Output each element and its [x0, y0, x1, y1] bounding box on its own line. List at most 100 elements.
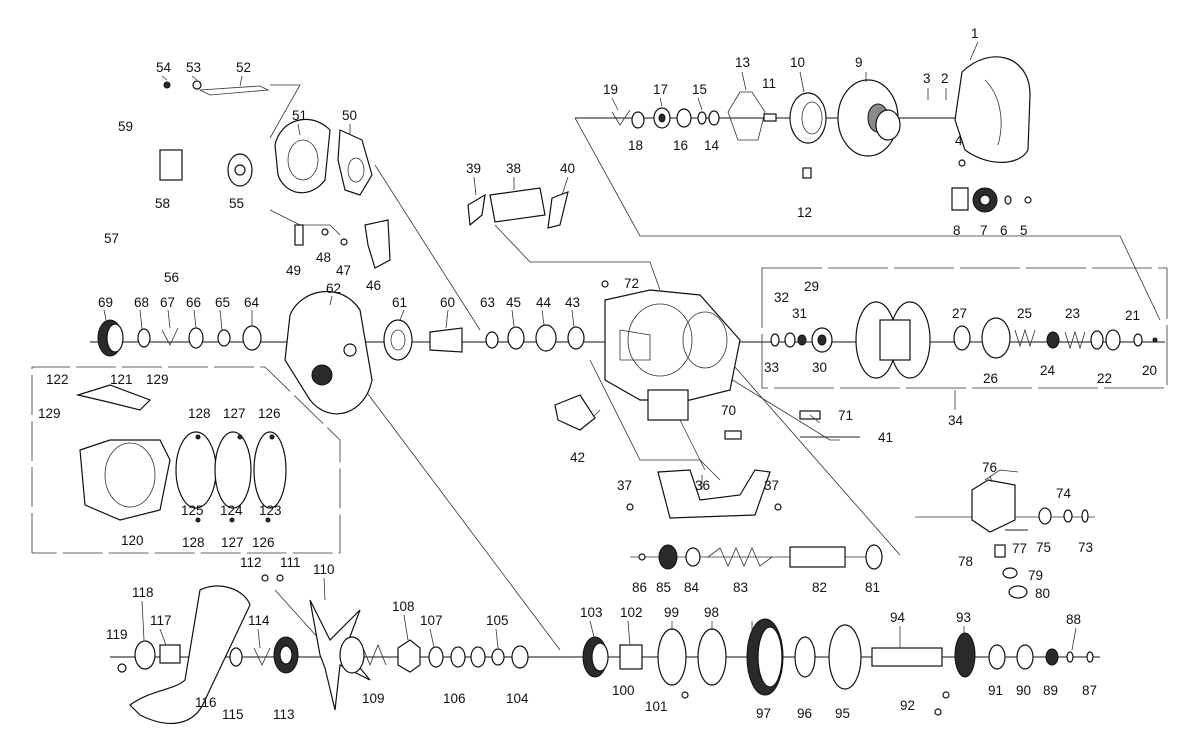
label-30: 30	[812, 360, 827, 375]
label-18: 18	[628, 138, 643, 153]
label-21: 21	[1125, 308, 1140, 323]
label-93: 93	[956, 610, 971, 625]
label-31: 31	[792, 306, 807, 321]
frame-group	[97, 187, 860, 519]
label-118: 118	[132, 585, 154, 600]
label-33: 33	[764, 360, 779, 375]
label-103: 103	[580, 605, 603, 620]
label-119: 119	[106, 627, 128, 642]
label-125: 125	[181, 503, 204, 518]
label-67: 67	[160, 295, 175, 310]
label-127-bottom: 127	[221, 535, 244, 550]
label-9: 9	[855, 55, 863, 70]
label-129-left: 129	[38, 406, 61, 421]
label-101: 101	[645, 699, 668, 714]
label-3: 3	[923, 71, 931, 86]
label-112: 112	[240, 555, 262, 570]
label-38: 38	[506, 161, 521, 176]
label-100: 100	[612, 683, 635, 698]
label-82: 82	[812, 580, 827, 595]
label-106: 106	[443, 691, 466, 706]
label-11: 11	[762, 76, 776, 91]
label-91: 91	[988, 683, 1003, 698]
label-121: 121	[110, 372, 133, 387]
label-39: 39	[466, 161, 481, 176]
label-29: 29	[804, 279, 819, 294]
label-59: 59	[118, 119, 133, 134]
label-19: 19	[603, 82, 618, 97]
label-102: 102	[620, 605, 643, 620]
label-20: 20	[1142, 363, 1157, 378]
label-126-bottom: 126	[252, 535, 275, 550]
part-number-labels: 1 2 3 4 5 6 7 8 9 10 11 12 13 14 15 16 1…	[38, 26, 1157, 722]
label-75: 75	[1036, 540, 1051, 555]
label-94: 94	[890, 610, 906, 625]
leader-lines	[103, 41, 1077, 651]
drive-group	[117, 469, 1094, 724]
label-128-bottom: 128	[182, 535, 205, 550]
label-32: 32	[774, 290, 789, 305]
label-109: 109	[362, 691, 385, 706]
label-53: 53	[186, 60, 201, 75]
label-4: 4	[955, 133, 963, 148]
label-62: 62	[326, 281, 341, 296]
label-12: 12	[797, 205, 812, 220]
label-113: 113	[273, 707, 295, 722]
label-114: 114	[248, 613, 270, 628]
label-17: 17	[653, 82, 668, 97]
label-96: 96	[797, 706, 812, 721]
label-8: 8	[953, 223, 961, 238]
label-36: 36	[695, 478, 710, 493]
label-108: 108	[392, 599, 415, 614]
label-69: 69	[98, 295, 113, 310]
label-14: 14	[704, 138, 720, 153]
label-116: 116	[195, 695, 217, 710]
label-60: 60	[440, 295, 455, 310]
label-5: 5	[1020, 223, 1028, 238]
label-58: 58	[155, 196, 170, 211]
label-64: 64	[244, 295, 260, 310]
label-73: 73	[1078, 540, 1093, 555]
label-92: 92	[900, 698, 915, 713]
label-24: 24	[1040, 363, 1056, 378]
label-47: 47	[336, 263, 351, 278]
callout-boxes	[31, 84, 1168, 651]
label-117: 117	[150, 613, 172, 628]
cover-group	[611, 56, 1032, 213]
label-99: 99	[664, 605, 679, 620]
label-63: 63	[480, 295, 495, 310]
label-56: 56	[164, 270, 179, 285]
label-57: 57	[104, 231, 119, 246]
label-89: 89	[1043, 683, 1058, 698]
label-98: 98	[704, 605, 719, 620]
label-129-top: 129	[146, 372, 169, 387]
label-51: 51	[292, 108, 307, 123]
label-68: 68	[134, 295, 149, 310]
label-83: 83	[733, 580, 748, 595]
label-74: 74	[1056, 486, 1072, 501]
label-16: 16	[673, 138, 688, 153]
label-70: 70	[721, 403, 736, 418]
label-88: 88	[1066, 612, 1081, 627]
label-48: 48	[316, 250, 331, 265]
label-95: 95	[835, 706, 850, 721]
label-66: 66	[186, 295, 201, 310]
label-87: 87	[1082, 683, 1097, 698]
label-79: 79	[1028, 568, 1043, 583]
label-10: 10	[790, 55, 805, 70]
label-84: 84	[684, 580, 700, 595]
label-41: 41	[878, 430, 893, 445]
label-71: 71	[838, 408, 853, 423]
label-85: 85	[656, 580, 671, 595]
label-1: 1	[971, 26, 979, 41]
label-76: 76	[982, 460, 997, 475]
label-50: 50	[342, 108, 357, 123]
label-105: 105	[486, 613, 509, 628]
label-15: 15	[692, 82, 707, 97]
label-81: 81	[865, 580, 880, 595]
label-13: 13	[735, 55, 750, 70]
label-52: 52	[236, 60, 251, 75]
label-123: 123	[259, 503, 282, 518]
label-46: 46	[366, 278, 381, 293]
label-80: 80	[1035, 586, 1050, 601]
